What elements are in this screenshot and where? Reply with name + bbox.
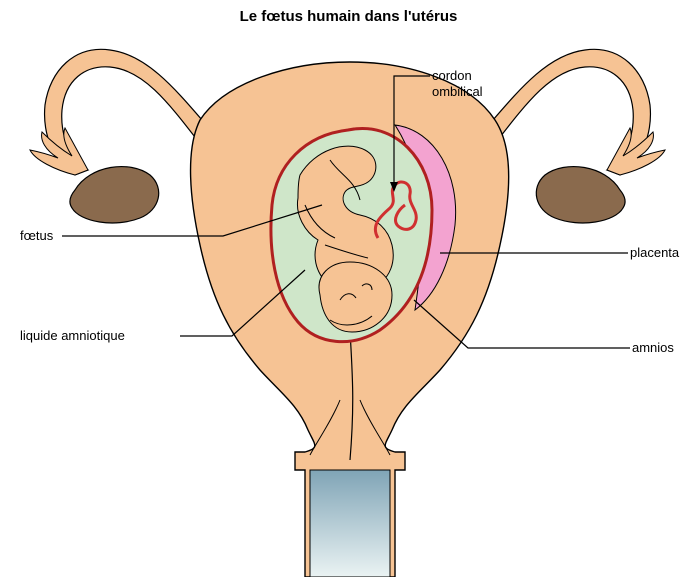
label-foetus: fœtus <box>20 228 53 243</box>
ovary-right <box>536 167 625 223</box>
label-amnios: amnios <box>632 340 674 355</box>
label-liquide-amniotique: liquide amniotique <box>20 328 125 343</box>
vagina <box>310 470 390 577</box>
label-cordon-line1: cordon <box>432 68 472 83</box>
label-cordon-line2: ombilical <box>432 84 483 99</box>
label-placenta: placenta <box>630 245 679 260</box>
ovary-left <box>70 167 159 223</box>
